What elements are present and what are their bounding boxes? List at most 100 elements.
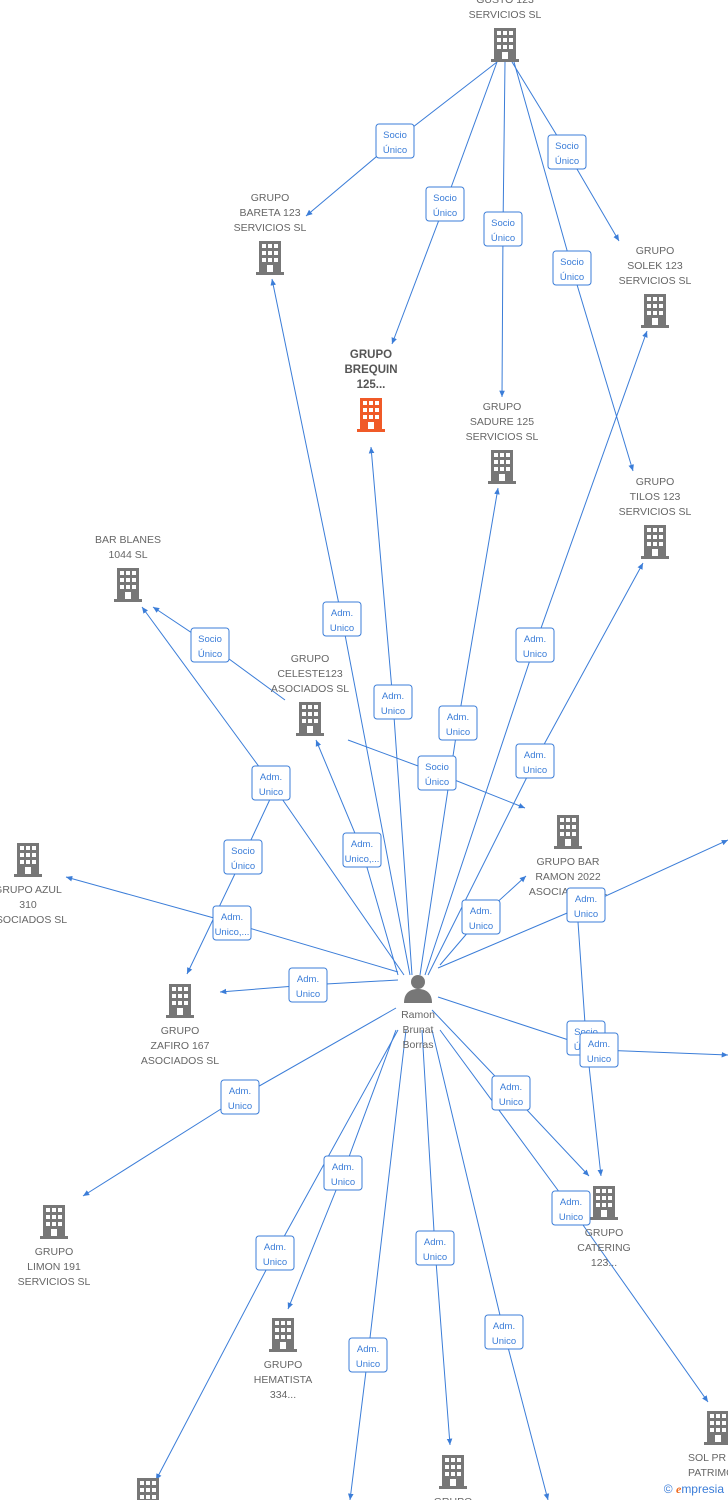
relation-label-7[interactable]: Adm.Unico [438,705,478,741]
empresia-watermark: © empresia [664,1482,724,1497]
node-label-limon: SERVICIOS SL [18,1276,91,1288]
relation-label-12[interactable]: Adm.Unico,... [342,832,382,868]
building-icon [704,1411,728,1445]
relation-label-5[interactable]: Adm.Unico [322,601,362,637]
relation-text: Adm. [221,912,243,923]
node-label-limon: LIMON 191 [27,1261,81,1273]
building-icon [641,525,669,559]
node-catering[interactable]: GRUPOCATERING123... [577,1186,631,1269]
relation-label-19[interactable]: Adm.Unico [323,1155,363,1191]
node-label-sadure: SADURE 125 [470,416,534,428]
relation-label-8[interactable]: Adm.Unico [515,627,555,663]
relation-text: Único [433,208,457,219]
relation-text: Socio [383,130,407,141]
node-label-zafiro: ASOCIADOS SL [141,1055,219,1067]
relation-text: Socio [491,218,515,229]
relation-label-x0[interactable]: Adm.Unico [484,1314,524,1350]
relation-box [417,755,457,791]
node-label-hematista: 334... [270,1389,296,1401]
node-label-azul: ASOCIADOS SL [0,914,67,926]
relation-label-18[interactable]: Adm.Unico [220,1079,260,1115]
relation-label-23[interactable]: Adm.Unico [415,1230,455,1266]
relation-text: Adm. [493,1321,515,1332]
relation-label-10[interactable]: Adm.Unico [251,765,291,801]
node-label-solek: GRUPO [636,245,675,257]
relation-label-27[interactable]: Adm.Unico [348,1337,388,1373]
node-label-celeste: GRUPO [291,653,330,665]
relation-text: Unico [523,649,547,660]
relation-label-22[interactable]: Adm. Unico [579,1032,619,1068]
relation-text: Socio [433,193,457,204]
relation-label-9[interactable]: Adm.Unico [515,743,555,779]
relation-text: Unico [499,1097,523,1108]
relation-text: Adm. [260,772,282,783]
node-hematista[interactable]: GRUPOHEMATISTA334... [254,1318,313,1401]
node-label-zafiro: ZAFIRO 167 [151,1040,210,1052]
node-solpr[interactable]: SOL PRPATRIMONI [688,1411,728,1479]
relation-label-14[interactable]: Adm.Unico [461,899,501,935]
edge-line-16 [186,794,273,975]
building-icon [14,843,42,877]
node-label-barramon: GRUPO BAR [536,856,599,868]
relation-label-26[interactable]: Adm.Unico [551,1190,591,1226]
node-label-tilos: TILOS 123 [630,491,681,503]
node-label-blanes: 1044 SL [108,549,147,561]
relation-label-24[interactable]: Adm.Unico [255,1235,295,1271]
building-icon [166,984,194,1018]
relation-text: Unico,... [215,927,250,938]
relation-box [190,627,230,663]
node-label-tilos: GRUPO [636,476,675,488]
node-label-solek: SOLEK 123 [627,260,683,272]
relation-text: Unico [587,1054,611,1065]
relation-label-17[interactable]: Adm. Unico [288,967,328,1003]
relation-text: Adm. [588,1039,610,1050]
relation-box [415,1230,455,1266]
node-label-celeste: ASOCIADOS SL [271,683,349,695]
relation-label-25[interactable]: Adm.Unico [566,887,606,923]
relation-box [425,186,465,222]
building-icon [256,241,284,275]
relation-box [547,134,587,170]
node-label-sadure: GRUPO [483,401,522,413]
relation-text: Unico [296,989,320,1000]
relation-text: Adm. [297,974,319,985]
node-label-catering: CATERING [577,1242,630,1254]
node-azul[interactable]: GRUPO AZUL310ASOCIADOS SL [0,843,67,926]
relation-label-6[interactable]: Adm.Unico [373,684,413,720]
node-label-catering: GRUPO [585,1227,624,1239]
node-label-azul: GRUPO AZUL [0,884,62,896]
node-bottom1[interactable]: GRUPO [434,1455,473,1500]
relation-text: Unico,... [345,854,380,865]
node-bottom2[interactable] [134,1478,162,1500]
building-icon [491,28,519,62]
node-label-limon: GRUPO [35,1246,74,1258]
node-label-solpr: SOL PR [688,1452,727,1464]
building-icon [114,568,142,602]
relation-labels-layer: SocioÚnicoSocioÚnicoSocioÚnicoSocioÚnico… [190,123,619,1373]
node-brequin[interactable]: GRUPOBREQUIN125... [344,349,398,432]
relation-label-15[interactable]: Adm. Unico,... [212,905,252,941]
relation-box [288,967,328,1003]
relation-box [322,601,362,637]
relation-label-20[interactable]: Adm.Unico [491,1075,531,1111]
node-label-brequin: GRUPO [350,349,392,361]
